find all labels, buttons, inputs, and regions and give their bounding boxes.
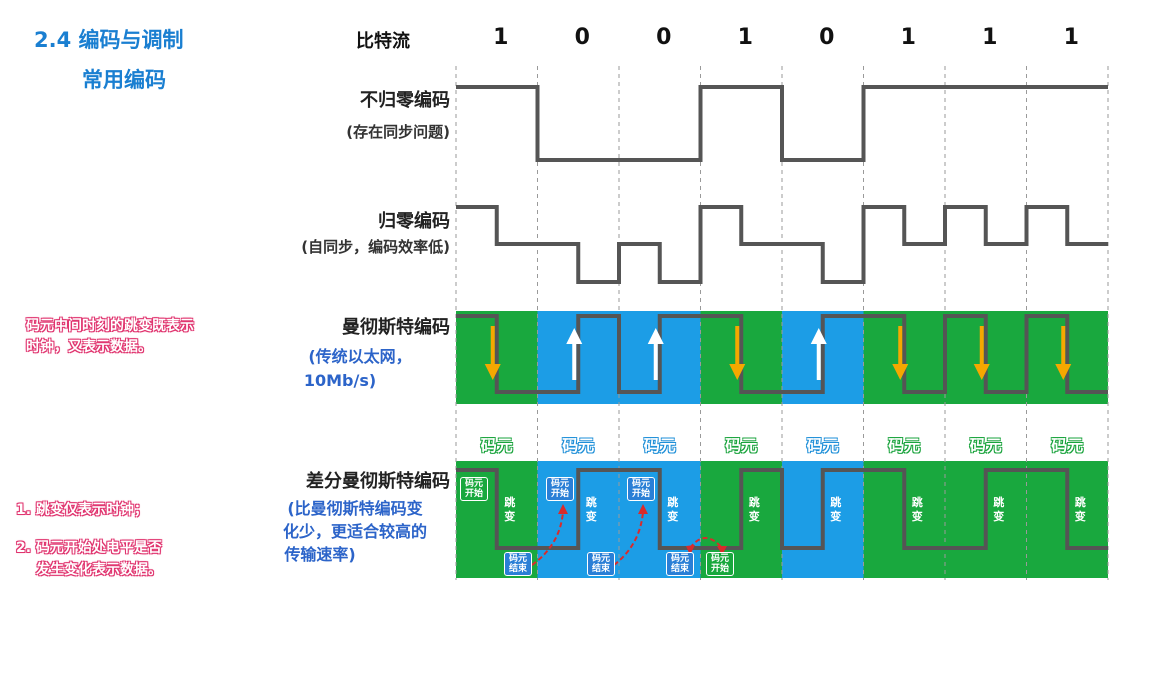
manchester-note-2: 10Mb/s) — [303, 371, 377, 390]
bit-3: 1 — [737, 25, 753, 50]
curve-arrow-head-0 — [558, 504, 568, 514]
diff-manchester-label: 差分曼彻斯特编码 — [306, 471, 450, 492]
jump-label-3: 跳 变 — [748, 496, 760, 523]
code-unit-label-4: 码元 — [806, 436, 839, 455]
manchester-signal — [456, 314, 1108, 394]
code-start-tag-2: 码元 开始 — [627, 477, 655, 501]
code-start-tag-3: 码元 开始 — [706, 552, 734, 576]
diff-side-note-2: 2. 码元开始处电平是否 — [16, 540, 162, 556]
diff-manchester-note-2: 化少，更适合较高的 — [282, 522, 427, 541]
jump-label-5: 跳 变 — [911, 496, 923, 523]
code-unit-label-3: 码元 — [725, 436, 758, 455]
curve-arrow-0 — [531, 511, 564, 566]
bit-1: 0 — [574, 25, 590, 50]
code-end-tag-0: 码元 结束 — [504, 552, 532, 576]
rz-label: 归零编码 — [378, 211, 450, 232]
down-arrow-head-3 — [729, 364, 746, 380]
curve-arrow-head-2b — [717, 546, 727, 555]
code-unit-label-2: 码元 — [643, 436, 676, 455]
up-arrow-head-1 — [566, 328, 583, 344]
code-unit-label-1: 码元 — [562, 436, 595, 455]
slide-title: 2.4 编码与调制 — [34, 28, 184, 52]
code-unit-label-5: 码元 — [888, 436, 921, 455]
jump-label-7: 跳 变 — [1074, 496, 1086, 523]
diff-manchester-note-3: 传输速率) — [284, 545, 356, 564]
slide-subtitle: 常用编码 — [82, 68, 166, 92]
manchester-label: 曼彻斯特编码 — [342, 317, 450, 338]
code-start-tag-1: 码元 开始 — [546, 477, 574, 501]
code-unit-label-7: 码元 — [1051, 436, 1084, 455]
up-arrow-head-2 — [647, 328, 664, 344]
down-arrow-head-6 — [973, 364, 990, 380]
jump-label-6: 跳 变 — [993, 496, 1005, 523]
bit-2: 0 — [656, 25, 672, 50]
jump-label-2: 跳 变 — [667, 496, 679, 523]
diff-manchester-signal — [456, 468, 1108, 550]
down-arrow-head-0 — [484, 364, 501, 380]
code-end-tag-2: 码元 结束 — [666, 552, 694, 576]
curve-arrow-1 — [613, 511, 644, 566]
code-unit-label-6: 码元 — [969, 436, 1002, 455]
nrz-label: 不归零编码 — [360, 90, 450, 111]
manchester-side-note-1: 码元中间时刻的跳变既表示 — [26, 318, 194, 334]
up-arrow-head-4 — [810, 328, 827, 344]
curve-arrow-head-1 — [638, 504, 648, 514]
bit-5: 1 — [900, 25, 916, 50]
diff-side-note-1: 1. 跳变仅表示时钟； — [16, 502, 148, 518]
rz-note: (自同步，编码效率低) — [301, 238, 450, 256]
manchester-note-1: (传统以太网， — [308, 347, 412, 366]
rz-signal — [456, 205, 1108, 284]
down-arrow-head-7 — [1055, 364, 1072, 380]
bit-0: 1 — [493, 25, 509, 50]
bit-6: 1 — [982, 25, 998, 50]
code-end-tag-1: 码元 结束 — [587, 552, 615, 576]
curve-arrow-head-2a — [686, 545, 695, 555]
jump-label-1: 跳 变 — [585, 496, 597, 523]
nrz-note: (存在同步问题) — [346, 123, 450, 141]
diff-side-note-3: 发生变化表示数据。 — [36, 562, 162, 578]
bit-7: 1 — [1063, 25, 1079, 50]
bit-4: 0 — [819, 25, 835, 50]
diff-manchester-note-1: (比曼彻斯特编码变 — [287, 499, 423, 518]
curve-arrow-2 — [689, 537, 723, 549]
code-unit-label-0: 码元 — [480, 436, 513, 455]
down-arrow-head-5 — [892, 364, 909, 380]
code-start-tag-0: 码元 开始 — [460, 477, 488, 501]
bitstream-label: 比特流 — [356, 31, 410, 52]
manchester-side-note-2: 时钟，又表示数据。 — [26, 339, 152, 355]
jump-label-4: 跳 变 — [830, 496, 842, 523]
jump-label-0: 跳 变 — [504, 496, 516, 523]
nrz-signal — [456, 85, 1108, 162]
